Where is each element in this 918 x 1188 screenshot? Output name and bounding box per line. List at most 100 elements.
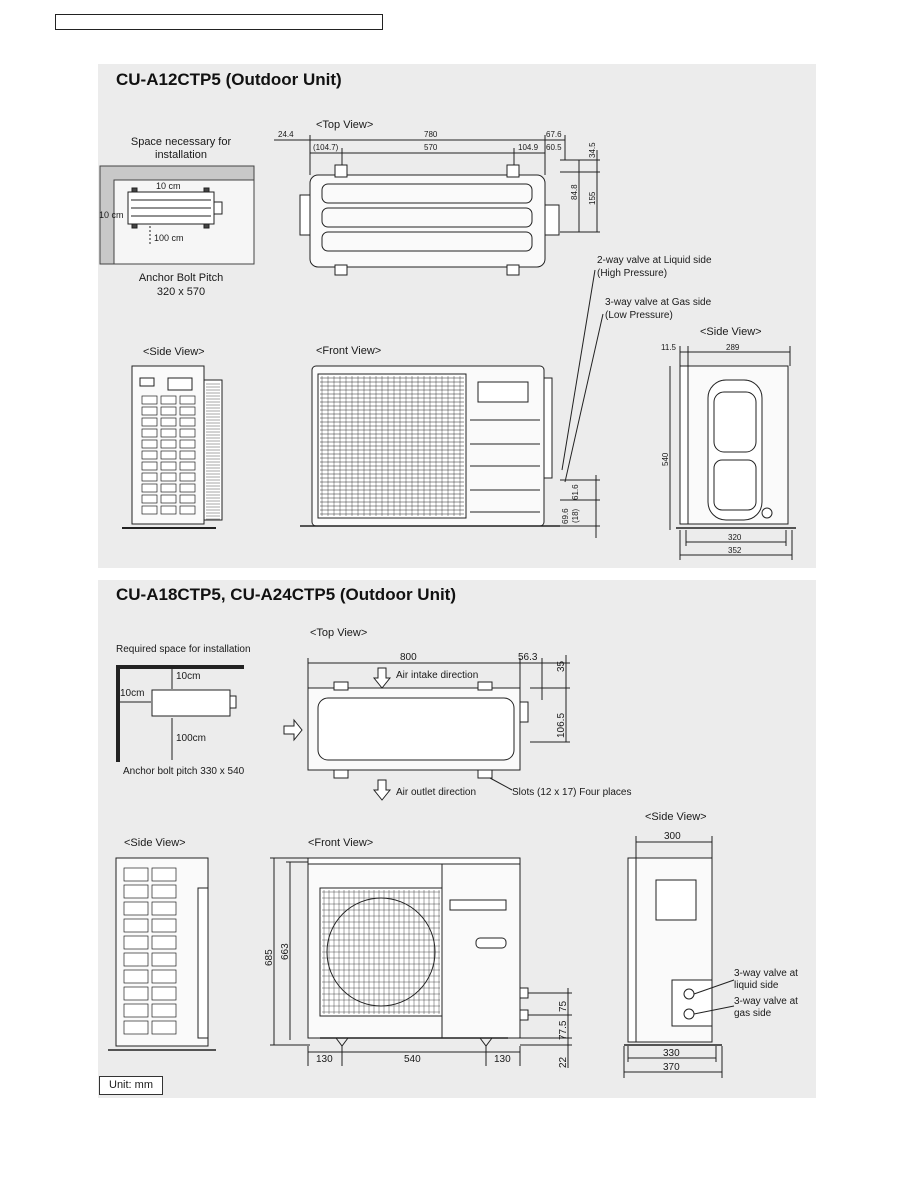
side-fin-cell [151,867,177,882]
a18-dim-663: 663 [280,943,291,960]
a12-dim-780: 780 [424,130,438,139]
a18-install-diagram: Required space for installation 10cm 10c… [116,644,251,777]
a12-dim-11-5: 11.5 [661,343,677,352]
a18-air-intake: Air intake direction [396,670,478,681]
side-fin-cell [160,472,177,482]
a18-valve-liquid-1: 3-way valve at [734,968,798,979]
side-fin-cell [160,483,177,493]
a12-dim-352: 352 [728,546,742,555]
a12-install-diagram: Space necessary for installation 10 cm 1… [99,136,255,298]
side-fin-cell [179,483,196,493]
side-fin-cell [179,428,196,438]
a12-dim-155: 155 [588,191,597,205]
a12-clear-left: 10 cm [99,210,124,220]
a18-dim-370: 370 [663,1062,680,1073]
a18-anchor: Anchor bolt pitch 330 x 540 [123,766,245,777]
unit-label: Unit: mm [109,1079,153,1091]
side-fin-cell [123,1020,149,1035]
a12-callout-gas-2: (Low Pressure) [605,310,673,321]
side-fin-cell [179,395,196,405]
side-fin-cell [179,406,196,416]
a18-dim-300: 300 [664,831,681,842]
a12-front-view-label: <Front View> [316,345,381,357]
a12-dim-540: 540 [661,452,670,466]
side-fin-cell [141,406,158,416]
side-fin-cell [123,1003,149,1018]
a18-valve-gas-1: 3-way valve at [734,996,798,1007]
side-fin-cell [179,417,196,427]
a12-dim-320: 320 [728,533,742,542]
a12-dim-61-6: 61.6 [571,484,580,500]
side-fin-cell [123,884,149,899]
side-fin-cell [141,461,158,471]
a12-dim-289: 289 [726,343,740,352]
a18-dim-35: 35 [556,660,567,672]
a18-right-side-view: <Side View> 300 3-way valve at liquid si… [623,811,798,1078]
a12-dim-24-4: 24.4 [278,130,294,139]
section-a18-a24-title: CU-A18CTP5, CU-A24CTP5 (Outdoor Unit) [116,585,457,604]
a12-dim-18: (18) [571,508,580,523]
a18-dim-800: 800 [400,652,417,663]
a12-callout-liquid-2: (High Pressure) [597,268,667,279]
side-fin-cell [179,472,196,482]
a18-right-side-label: <Side View> [645,811,707,823]
side-fin-cell [160,439,177,449]
side-fin-cell [151,884,177,899]
side-fin-cell [141,505,158,515]
side-fin-cell [160,417,177,427]
side-fin-cell [141,395,158,405]
a18-top-view: <Top View> 800 56.3 35 106.5 Air intake … [283,627,632,801]
a18-install-caption: Required space for installation [116,644,251,655]
side-fin-cell [123,901,149,916]
a18-slots: Slots (12 x 17) Four places [512,787,632,798]
a12-install-caption-1: Space necessary for [131,136,232,148]
a18-dim-56-3: 56.3 [518,652,538,663]
side-fin-cell [160,505,177,515]
side-fin-cell [141,472,158,482]
side-fin-cell [141,428,158,438]
side-fin-cell [179,461,196,471]
side-fin-cell [160,494,177,504]
a12-front-view: <Front View> 61.6 (18) 69.6 [300,345,600,538]
a12-anchor-line1: Anchor Bolt Pitch [139,272,223,284]
a12-dim-34-5: 34.5 [588,142,597,158]
side-fin-cell [123,867,149,882]
a18-valve-panel [671,979,713,1027]
a12-right-side-view: <Side View> 11.5 289 540 320 352 [661,326,796,560]
a12-anchor-line2: 320 x 570 [157,286,205,298]
a12-left-side-view: <Side View> [122,346,223,529]
a18-left-side-view: <Side View> [108,837,216,1051]
a12-clear-bottom: 100 cm [154,233,184,243]
a18-valve-gas-2: gas side [734,1008,772,1019]
side-fin-cell [179,450,196,460]
side-fin-cell [141,450,158,460]
a18-valve-liquid-2: liquid side [734,980,779,991]
side-fin-cell [179,505,196,515]
side-fin-cell [151,986,177,1001]
side-fin-cell [151,1020,177,1035]
a12-right-side-label: <Side View> [700,326,762,338]
side-fin-cell [141,439,158,449]
a18-dim-130-right: 130 [494,1054,511,1065]
page-header-bar [55,14,383,30]
side-fin-cell [123,952,149,967]
a18-dim-106-5: 106.5 [556,713,567,738]
a18-dim-330: 330 [663,1048,680,1059]
a12-dim-60-5: 60.5 [546,143,562,152]
side-fin-cell [123,918,149,933]
side-fin-cell [160,395,177,405]
a12-dim-67-6: 67.6 [546,130,562,139]
a12-dim-69-6: 69.6 [561,508,570,524]
a18-front-view: <Front View> 685 663 [264,837,572,1068]
side-fin-cell [151,935,177,950]
side-fin-cell [179,494,196,504]
side-fin-cell [123,935,149,950]
a18-dim-75: 75 [558,1000,569,1012]
a18-clear-bottom: 100cm [176,733,206,744]
a12-callout-liquid-1: 2-way valve at Liquid side [597,255,712,266]
side-fin-cell [141,494,158,504]
side-fin-cell [151,952,177,967]
a18-air-outlet: Air outlet direction [396,787,476,798]
side-fin-cell [151,969,177,984]
